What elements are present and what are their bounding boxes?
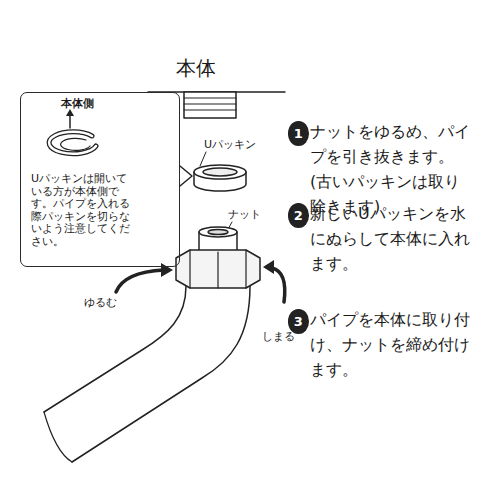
part-name: ナット [228, 208, 261, 221]
direction-label: ゆるむ [84, 296, 117, 309]
threaded-neck [184, 92, 236, 118]
step-number-text: 2 [294, 209, 303, 222]
packing-detail [49, 109, 96, 154]
step-text: 新しいUパッキンを水にぬらして本体に入れます。 [310, 201, 470, 276]
u-packing [194, 165, 246, 191]
part-name: 本体 [176, 56, 216, 80]
tighten-arrow [263, 260, 285, 302]
leader-line [200, 152, 206, 166]
direction-label: しまる [262, 330, 295, 343]
nut [176, 227, 260, 288]
side-label: 本体側 [61, 97, 94, 110]
part-name: Uパッキン [204, 138, 256, 151]
spout-pipe [44, 286, 250, 462]
step-number: 2 [288, 203, 309, 228]
step-text: パイプを本体に取り付け、ナットを締め付けます。 [310, 307, 470, 382]
note-callout: 本体側 Uパッキンは開いている方が本体側です。パイプを入れる際パッキンを切らないよ… [20, 92, 180, 267]
loosen-arrow [116, 263, 173, 292]
callout-pointer [180, 166, 192, 186]
note-text: Uパッキンは開いている方が本体側です。パイプを入れる際パッキンを切らないよう注意… [31, 173, 131, 248]
step-number: 3 [288, 309, 309, 334]
step-number: 1 [288, 121, 309, 146]
step-number-text: 1 [294, 127, 303, 140]
step-number-text: 3 [294, 315, 303, 328]
